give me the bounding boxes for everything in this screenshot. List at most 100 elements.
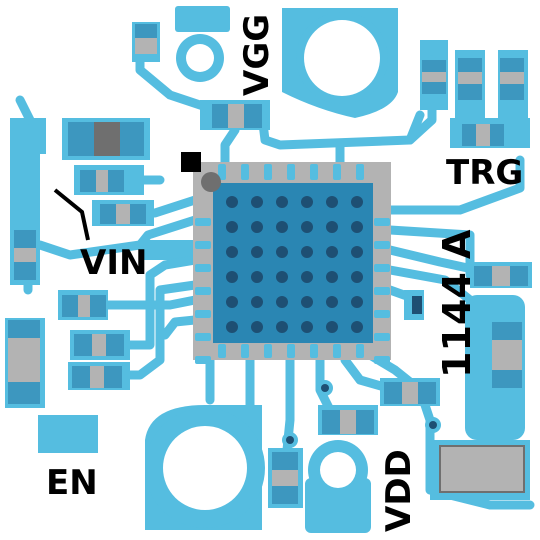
ic-pin <box>195 310 211 318</box>
thermal-via <box>226 246 238 258</box>
component-r-trg-4 <box>462 124 504 146</box>
component-r11 <box>272 452 298 504</box>
thermal-via <box>351 271 363 283</box>
thermal-via <box>326 321 338 333</box>
thermal-via <box>226 321 238 333</box>
thermal-via <box>251 296 263 308</box>
ic-pin <box>374 356 390 364</box>
thermal-via <box>326 196 338 208</box>
en-pad <box>38 415 98 453</box>
ic-pin <box>241 164 249 180</box>
thermal-via <box>251 271 263 283</box>
component-c1 <box>132 22 160 62</box>
ic-pin <box>195 333 211 341</box>
ic-pin <box>374 333 390 341</box>
component-r10 <box>322 410 374 434</box>
label-en: EN <box>46 463 98 503</box>
ic-pin <box>356 164 364 180</box>
label-vdd: VDD <box>379 449 419 532</box>
component-r4 <box>14 230 36 280</box>
ic-pin <box>218 344 226 358</box>
thermal-via <box>326 246 338 258</box>
ic-pin <box>287 344 295 358</box>
ic-pin <box>374 264 390 272</box>
component-r6 <box>74 334 124 356</box>
component-r5 <box>62 295 106 317</box>
thermal-via <box>301 271 313 283</box>
thermal-via <box>351 221 363 233</box>
thermal-via <box>226 271 238 283</box>
thermal-via <box>276 246 288 258</box>
label-vgg: VGG <box>237 14 277 96</box>
thermal-via <box>351 196 363 208</box>
component-vin-cap <box>68 122 144 156</box>
ic-pin <box>310 164 318 180</box>
ic-pin <box>195 356 211 364</box>
component-r8 <box>474 266 528 286</box>
label-part-number: 1144 A <box>435 229 479 378</box>
ic-pin <box>264 344 272 358</box>
ic-pin <box>374 218 390 226</box>
thermal-via <box>276 296 288 308</box>
thermal-via <box>326 296 338 308</box>
thermal-via <box>276 196 288 208</box>
ic-pin <box>374 241 390 249</box>
thermal-via <box>301 221 313 233</box>
thermal-via <box>301 196 313 208</box>
pin1-marker <box>201 172 221 192</box>
ic-pin <box>195 241 211 249</box>
vgg-test-pad <box>175 6 230 32</box>
ic-pin <box>356 344 364 358</box>
thermal-via <box>351 321 363 333</box>
label-vin: VIN <box>80 243 147 283</box>
thermal-via <box>251 196 263 208</box>
thermal-via <box>251 321 263 333</box>
thermal-via <box>351 246 363 258</box>
ic-pin <box>195 264 211 272</box>
ic-pin <box>374 287 390 295</box>
component-right-cap <box>492 322 522 388</box>
thermal-via <box>276 321 288 333</box>
component-r9 <box>384 382 436 404</box>
thermal-via <box>251 221 263 233</box>
vgg-terminal-hole <box>186 44 214 72</box>
thermal-via <box>326 221 338 233</box>
thermal-via <box>301 246 313 258</box>
thermal-via <box>226 296 238 308</box>
component-r7 <box>72 366 122 388</box>
component-small <box>412 296 422 314</box>
thermal-via <box>301 296 313 308</box>
component-right-block <box>439 445 525 493</box>
label-trg: TRG <box>446 153 523 193</box>
component-en-cap <box>8 320 40 404</box>
ic-pin <box>195 218 211 226</box>
thermal-via <box>226 196 238 208</box>
ic-pin <box>333 344 341 358</box>
component-r-trg-3 <box>500 58 524 100</box>
vgg-drill-hole <box>304 20 380 96</box>
thermal-via <box>251 246 263 258</box>
thermal-via <box>351 296 363 308</box>
via-hole <box>321 384 329 392</box>
thermal-via <box>326 271 338 283</box>
ic-pin <box>287 164 295 180</box>
component-vin-res <box>80 170 124 192</box>
thermal-via <box>301 321 313 333</box>
en-drill-hole <box>163 426 247 510</box>
thermal-via <box>276 271 288 283</box>
thermal-via <box>276 221 288 233</box>
vdd-terminal-hole <box>320 452 356 488</box>
via-hole <box>286 436 294 444</box>
via-hole <box>429 421 437 429</box>
silk-vin-arrow <box>53 188 90 241</box>
ic-pin <box>218 164 226 180</box>
ic-u1 <box>193 162 391 364</box>
ic-pin <box>374 310 390 318</box>
ic-pin <box>241 344 249 358</box>
ic-pin <box>310 344 318 358</box>
component-r-trg-1 <box>422 60 446 94</box>
component-c2 <box>212 104 262 128</box>
pin1-silk <box>181 152 201 172</box>
ic-pin <box>264 164 272 180</box>
